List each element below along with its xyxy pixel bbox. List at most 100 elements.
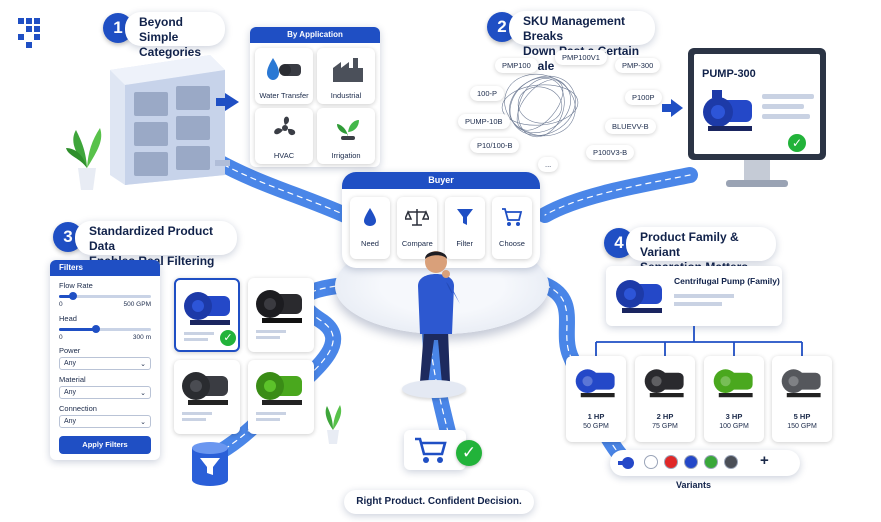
product-family-title: Centrifugal Pump (Family) <box>674 276 780 286</box>
buyer-action-compare[interactable]: Compare <box>397 197 438 259</box>
app-industrial[interactable]: Industrial <box>317 48 375 104</box>
flow-rate-slider[interactable] <box>59 292 151 300</box>
connection-select[interactable]: Any⌄ <box>59 415 151 428</box>
variant-tree-lines <box>595 326 803 358</box>
funnel-icon <box>456 209 473 225</box>
application-card: By Application Water Transfer Industrial <box>250 27 380 167</box>
step-3-title-line1: Standardized Product Data <box>89 224 214 253</box>
arrow-shaft <box>216 98 226 106</box>
text-line <box>256 412 286 415</box>
arrow-right-icon <box>225 93 239 111</box>
color-swatch[interactable] <box>684 455 698 469</box>
text-line <box>184 338 208 341</box>
variant-gpm: 75 GPM <box>652 423 678 430</box>
product-tile[interactable] <box>248 278 314 352</box>
product-tile[interactable] <box>248 360 314 434</box>
green-pump-icon <box>256 372 302 405</box>
dark-pump-icon <box>182 372 228 405</box>
buyer-person-illustration <box>414 251 460 393</box>
text-line <box>762 104 804 109</box>
material-select-value: Any <box>64 389 77 396</box>
sprout-icon <box>337 120 359 140</box>
material-label: Material <box>59 375 86 384</box>
text-line <box>182 418 206 421</box>
buyer-action-choose[interactable]: Choose <box>491 197 532 259</box>
blue-pump-icon <box>184 292 230 325</box>
text-line <box>256 330 286 333</box>
text-line <box>256 336 280 339</box>
app-hvac[interactable]: HVAC <box>255 108 313 164</box>
color-swatch[interactable] <box>704 455 718 469</box>
variant-hp: 1 HP <box>587 412 605 421</box>
buyer-action-need[interactable]: Need <box>350 197 390 259</box>
variant-hp: 5 HP <box>793 412 811 421</box>
sku-tag: PMP100 <box>495 58 538 73</box>
tangled-sku-cloud <box>501 73 579 138</box>
check-icon: ✓ <box>220 330 236 346</box>
check-icon: ✓ <box>456 440 482 466</box>
pump-icon <box>575 369 615 398</box>
chevron-down-icon: ⌄ <box>140 418 146 426</box>
add-variant-button[interactable]: + <box>760 452 769 469</box>
power-select-value: Any <box>64 360 77 367</box>
plant-icon <box>325 405 342 444</box>
text-line <box>256 418 280 421</box>
variant-swatches-bar: + <box>610 450 800 476</box>
product-tile-selected[interactable]: ✓ <box>174 278 240 352</box>
step-4-title-line1: Product Family & Variant <box>640 230 739 259</box>
variant-hp: 3 HP <box>725 412 743 421</box>
filters-panel: Filters Flow Rate 0 500 GPM Head 0 300 m… <box>50 260 160 460</box>
application-card-header: By Application <box>250 27 380 43</box>
product-tile[interactable] <box>174 360 240 434</box>
person-pedestal <box>402 380 466 398</box>
pump-icon <box>644 369 684 398</box>
sku-tag: P10/100-B <box>470 138 520 153</box>
material-select[interactable]: Any⌄ <box>59 386 151 399</box>
product-family-card[interactable]: Centrifugal Pump (Family) <box>606 266 782 326</box>
color-swatch[interactable] <box>664 455 678 469</box>
arrow-shaft <box>662 104 672 112</box>
brand-logo <box>18 18 40 48</box>
color-swatch[interactable] <box>644 455 658 469</box>
fan-icon <box>274 116 296 136</box>
cart-card <box>404 430 466 470</box>
connection-label: Connection <box>59 404 97 413</box>
blue-pump-icon <box>616 280 662 313</box>
app-irrigation[interactable]: Irrigation <box>317 108 375 164</box>
water-drop-icon <box>364 208 376 226</box>
power-select[interactable]: Any⌄ <box>59 357 151 370</box>
text-line <box>184 332 214 335</box>
balance-scale-icon <box>405 209 430 226</box>
step-2-title-line1: SKU Management Breaks <box>523 14 626 43</box>
monitor: PUMP-300 ✓ <box>688 48 826 160</box>
tagline: Right Product. Confident Decision. <box>344 490 534 514</box>
arrow-right-icon <box>671 99 683 117</box>
head-slider[interactable] <box>59 325 151 333</box>
buyer-action-filter[interactable]: Filter <box>444 197 485 259</box>
step-1-heading: Beyond Simple Categories <box>125 12 225 59</box>
text-line <box>182 412 212 415</box>
color-swatch[interactable] <box>724 455 738 469</box>
shopping-cart-icon <box>415 437 447 463</box>
step-1-title-line2: Categories <box>139 45 202 59</box>
app-water-transfer[interactable]: Water Transfer <box>255 48 313 104</box>
step-4-heading: Product Family & Variant Separation Matt… <box>626 227 776 274</box>
step-3-heading: Standardized Product Data Enables Real F… <box>75 221 237 268</box>
flow-rate-slider-handle[interactable] <box>68 292 77 300</box>
blue-pump-icon <box>703 90 752 131</box>
power-label: Power <box>59 346 81 355</box>
head-slider-handle[interactable] <box>91 325 100 333</box>
monitor-stand <box>744 160 770 182</box>
apply-filters-button[interactable]: Apply Filters <box>59 436 151 454</box>
monitor-base <box>726 180 788 187</box>
text-line <box>762 94 814 99</box>
text-line <box>674 294 734 298</box>
water-drop-pump-icon <box>267 58 301 80</box>
sku-tag: 100-P <box>470 86 505 101</box>
step-2-heading: SKU Management Breaks Down Past a Certai… <box>509 11 655 73</box>
app-hvac-label: HVAC <box>273 151 295 160</box>
